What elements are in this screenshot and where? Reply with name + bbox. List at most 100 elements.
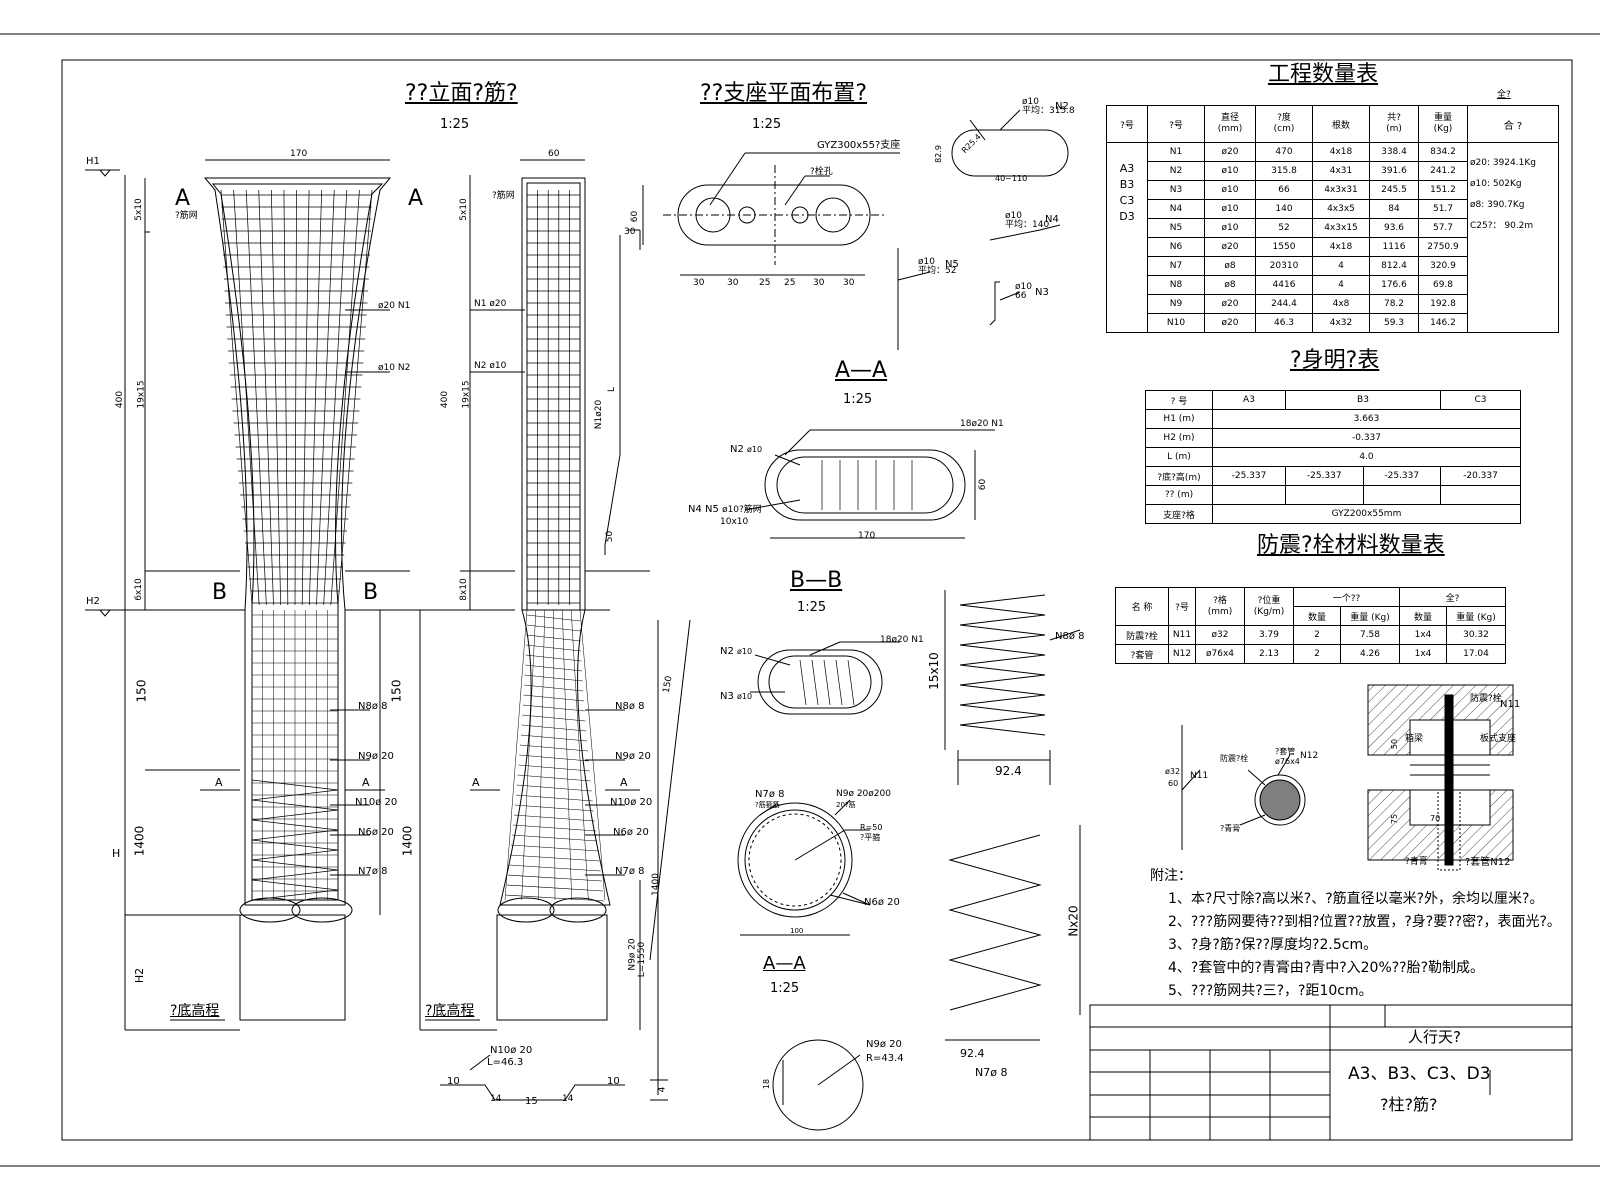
label-l463: L=46.3	[487, 1057, 524, 1068]
pier-r1-label: H2 (m)	[1145, 428, 1213, 448]
qty-cell: N8	[1147, 275, 1205, 295]
qty-cell: 140	[1255, 199, 1313, 219]
qty-cell: N9	[1147, 294, 1205, 314]
rebar-line	[799, 659, 807, 706]
qty-cell: 151.2	[1418, 180, 1468, 200]
qty-cell: 4416	[1255, 275, 1313, 295]
pier-len-d3	[1440, 485, 1521, 505]
qty-cell: N7	[1147, 256, 1205, 276]
circ-n7: N7ø 8	[755, 789, 785, 800]
dim-19x15-side: 19x15	[461, 380, 472, 409]
qty-h6: 重量 (Kg)	[1418, 105, 1468, 143]
label-n8-left: N8ø 8	[358, 701, 388, 712]
det-bolt: 防震?栓	[1220, 754, 1249, 763]
title-bearing: ??支座平面布置?	[700, 81, 868, 106]
section-bb	[750, 641, 900, 715]
qty-cell: 244.4	[1255, 294, 1313, 314]
aa-n4-id: N4 N5	[688, 504, 719, 515]
spiral-924b: 92.4	[960, 1047, 985, 1060]
qk-h4: 一个??	[1293, 587, 1400, 607]
qty-cell: ø10	[1204, 218, 1256, 238]
pier-r0-val: 3.663	[1212, 409, 1521, 429]
qty-cell: ø10	[1204, 180, 1256, 200]
aa-n2: N2 ø10	[730, 445, 762, 455]
qty-total: ø10: 502Kg	[1470, 179, 1522, 189]
pier-h2: B3	[1285, 390, 1441, 410]
pier-bottom-c3: -25.337	[1362, 466, 1441, 486]
circ-n9b: 20?筋	[836, 801, 856, 809]
qty-cell: 4	[1312, 256, 1370, 276]
rebar-line	[847, 659, 855, 706]
det-75: 75	[1390, 813, 1400, 825]
qty-cell: 57.7	[1418, 218, 1468, 238]
scale-section-aa: 1:25	[843, 392, 873, 407]
dim-bend-14b: 14	[562, 1094, 574, 1104]
scale-section-bb: 1:25	[797, 600, 827, 615]
det-n12: N12	[1300, 751, 1319, 761]
note-item: 4、?套管中的?青膏由?青中?入20%??胎?勒制成。	[1168, 960, 1485, 976]
bb-n2-dia: ø10	[737, 647, 753, 656]
rebar-line	[308, 189, 323, 606]
dim-bend-4: 4	[657, 1086, 668, 1093]
qty-cell: N2	[1147, 161, 1205, 181]
aa-n1-id: N1	[991, 419, 1004, 429]
rebar-line	[294, 189, 297, 606]
n2-dia: ø10	[378, 363, 395, 373]
rebar-line	[245, 189, 267, 606]
qty-all-header: 全?	[1497, 90, 1511, 100]
label-n2-side: N2 ø10	[474, 362, 506, 371]
qty-cell: ø8	[1204, 256, 1256, 276]
label-n10-bend: N10ø 20	[490, 1045, 533, 1056]
rebar-line	[504, 609, 528, 901]
qk-h2: ?格 (mm)	[1195, 587, 1245, 626]
bb-n2-id: N2	[720, 646, 734, 657]
qty-cell: 46.3	[1255, 313, 1313, 333]
quake-cell: 1x4	[1399, 644, 1447, 664]
label-bolt-hole: ?栓孔	[810, 167, 833, 177]
spiral-n8	[944, 590, 1081, 785]
aa-n1: 18ø20 N1	[960, 420, 1004, 429]
section-mark-b-right: B	[363, 580, 379, 605]
qty-cell: 4x3x5	[1312, 199, 1370, 219]
qty-h0: ?号	[1106, 105, 1148, 143]
aa-width: 170	[858, 531, 876, 541]
dim-bearing-2: 25	[759, 278, 771, 288]
pier-len-b3	[1285, 485, 1364, 505]
label-gyz: GYZ300x55?支座	[817, 140, 901, 151]
tb-piers: A3、B3、C3、D3	[1348, 1064, 1491, 1084]
qty-cell: ø20	[1204, 237, 1256, 257]
dim-width-170: 170	[290, 149, 308, 159]
qk-h1: ?号	[1168, 587, 1196, 626]
label-mesh-left: ?筋网	[175, 211, 198, 221]
qty-cell: 4	[1312, 275, 1370, 295]
qty-h3: ?度 (cm)	[1255, 105, 1313, 143]
dim-1400-left: 1400	[132, 825, 147, 857]
n5-dia: ø10	[918, 257, 935, 267]
section-mark-a-right: A	[408, 186, 424, 211]
section-aa	[744, 429, 995, 539]
title-qty-table: 工程数量表	[1268, 62, 1379, 87]
quake-bolt-detail	[1181, 684, 1514, 871]
rebar-line	[553, 609, 556, 901]
aa-n4c: 10x10	[720, 517, 749, 527]
note-item: 1、本?尺寸除?高以米?、?筋直径以毫米?外，余均以厘米?。	[1168, 891, 1544, 907]
spiral-n7-label: N7ø 8	[975, 1066, 1008, 1079]
pier-support-label: 支座?格	[1145, 504, 1213, 524]
det-bolt2: 防震?栓	[1470, 694, 1502, 704]
label-h: H	[112, 847, 121, 860]
scale-elevation: 1:25	[440, 117, 470, 132]
dim-6x10-left: 6x10	[133, 578, 144, 601]
quake-table: 名 称 ?号 ?格 (mm) ?位重 (Kg/m) 一个?? 全? 数量 重量 …	[1115, 587, 1506, 664]
label-40-110: 40~110	[995, 174, 1028, 183]
aa-n4-txt: ø10?筋网	[722, 505, 762, 515]
n2-shape-dia: ø10	[1022, 97, 1039, 107]
section-a-right-side: A	[620, 776, 628, 789]
scale-bearing: 1:25	[752, 117, 782, 132]
label-n3-shape-id: N3	[1035, 287, 1049, 298]
quake-cell: 7.58	[1340, 625, 1400, 645]
dim-8x10-side: 8x10	[458, 578, 469, 601]
